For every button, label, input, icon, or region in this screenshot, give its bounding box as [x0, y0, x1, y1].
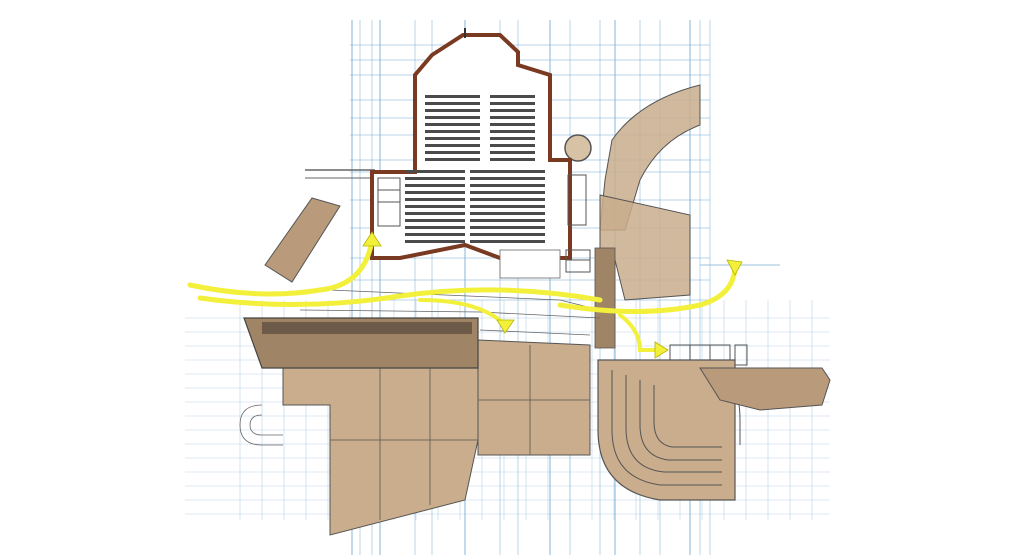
seating-row	[425, 95, 480, 98]
seating-row	[405, 198, 465, 201]
seating-row	[490, 123, 535, 126]
flow-arrowheads	[362, 231, 743, 359]
seating-row	[470, 198, 545, 201]
seating-row	[425, 151, 480, 154]
seating-row	[470, 233, 545, 236]
seating-row	[490, 137, 535, 140]
seating-row	[490, 95, 535, 98]
middle-paved-terrace	[477, 339, 591, 456]
seating-row	[470, 212, 545, 215]
stair-tower-left	[377, 177, 401, 227]
seating-row	[470, 240, 545, 243]
seating-row	[470, 191, 545, 194]
seating-row	[470, 177, 545, 180]
seating-row	[490, 158, 535, 161]
seating-row	[405, 219, 465, 222]
seating-row	[425, 102, 480, 105]
seating-row	[470, 205, 545, 208]
seating-row	[405, 240, 465, 243]
seating-row	[405, 191, 465, 194]
large-paved-terrace	[282, 367, 479, 536]
seating-row	[405, 184, 465, 187]
seating-row	[425, 144, 480, 147]
seating-row	[490, 130, 535, 133]
seating-row	[425, 158, 480, 161]
seating-row	[425, 123, 480, 126]
seating-row	[425, 137, 480, 140]
seating-row	[405, 170, 465, 173]
seating-row	[490, 109, 535, 112]
curved-roadway	[599, 84, 701, 231]
stepped-landing	[669, 344, 748, 366]
seating-row	[425, 109, 480, 112]
seating-row	[425, 130, 480, 133]
seating-row	[490, 151, 535, 154]
seating-row	[405, 205, 465, 208]
pavilion-roof-band	[262, 322, 472, 334]
seating-row	[490, 116, 535, 119]
round-amphitheater	[597, 359, 741, 501]
seating-row	[405, 233, 465, 236]
pier-walkway-right	[699, 367, 831, 411]
seating-row	[470, 170, 545, 173]
seating-row	[470, 226, 545, 229]
ramp-wing-left	[264, 197, 341, 283]
seating-row	[470, 184, 545, 187]
site-linework	[239, 249, 601, 446]
auditorium-building	[370, 28, 572, 260]
arrowhead-pavilion-down	[496, 319, 515, 334]
seating-row	[490, 102, 535, 105]
seating-row	[405, 212, 465, 215]
arrowhead-amphitheater	[654, 341, 669, 359]
arrowhead-auditorium-entry	[362, 231, 382, 247]
auditorium-seating-rows	[405, 95, 545, 243]
arrowhead-upper-right	[726, 259, 743, 276]
seating-row	[470, 219, 545, 222]
seating-row	[490, 144, 535, 147]
seating-row	[425, 116, 480, 119]
seating-row	[405, 226, 465, 229]
circular-light-well	[564, 134, 592, 162]
stair-tower-right	[565, 174, 591, 273]
seating-row	[405, 177, 465, 180]
